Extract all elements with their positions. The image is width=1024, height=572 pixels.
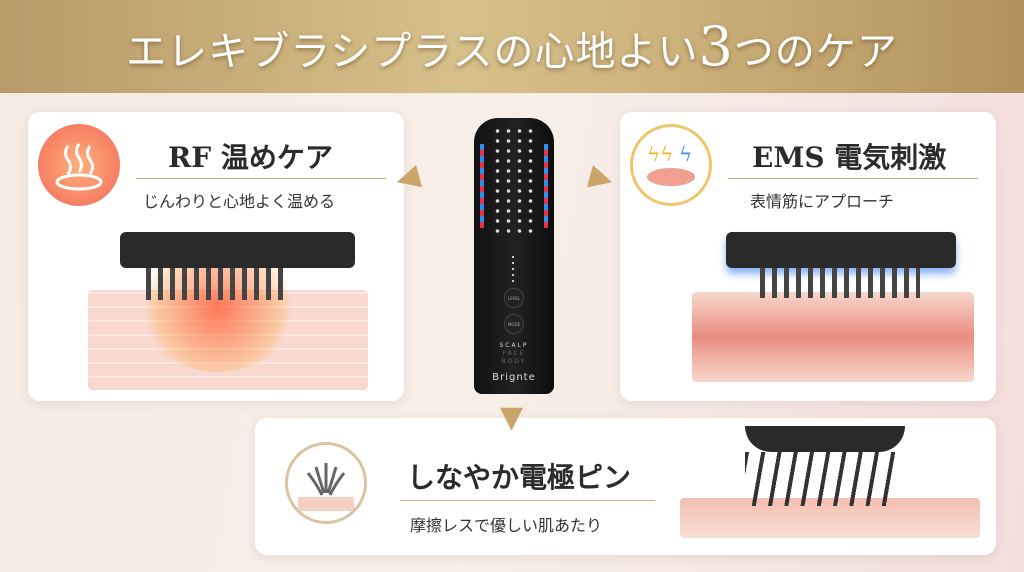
card-subtitle: 摩擦レスで優しい肌あたり: [410, 516, 603, 535]
rf-card: RF 温めケア じんわりと心地よく温める: [28, 112, 404, 401]
title-number: 3: [698, 15, 734, 78]
heat-waves-icon: [38, 124, 120, 206]
card-title: EMS 電気刺激: [752, 141, 947, 174]
level-button[interactable]: LEVEL: [504, 288, 524, 308]
level-indicator: [512, 256, 514, 284]
svg-text:ϟϟ: ϟϟ: [647, 142, 673, 166]
divider: [136, 178, 386, 179]
flexible-pins: [745, 452, 895, 506]
arrow-right-icon: ▶: [585, 157, 618, 198]
brush-head-illustration: [726, 232, 956, 268]
brush-pins: [760, 268, 920, 298]
page-title: エレキブラシプラスの心地よい3つのケア: [126, 15, 898, 78]
flexible-pins-icon: [285, 442, 367, 524]
led-strip-left: [480, 144, 484, 228]
pins-card: しなやか電極ピン 摩擦レスで優しい肌あたり: [255, 418, 996, 555]
title-post: つのケア: [733, 29, 898, 75]
header-banner: エレキブラシプラスの心地よい3つのケア: [0, 0, 1024, 93]
elekibrush-device: LEVEL MODE SCALP FACE BODY Brignte: [474, 118, 554, 394]
svg-text:ϟ: ϟ: [679, 142, 692, 166]
brush-head-illustration: [745, 426, 905, 452]
card-subtitle: じんわりと心地よく温める: [143, 192, 336, 211]
brand-logo: Brignte: [492, 372, 536, 383]
mode-scalp: SCALP: [499, 342, 529, 349]
card-title: しなやか電極ピン: [407, 461, 632, 494]
led-strip-right: [544, 144, 548, 228]
card-subtitle: 表情筋にアプローチ: [750, 192, 895, 211]
brush-pins: [146, 268, 286, 300]
brush-head-illustration: [120, 232, 355, 268]
divider: [400, 500, 655, 501]
mode-body: BODY: [501, 358, 527, 365]
arrow-down-icon: ▼: [500, 400, 524, 435]
muscle-illustration: [692, 292, 974, 382]
brush-pins: [492, 126, 536, 234]
power-mode-button[interactable]: MODE: [504, 314, 524, 334]
mode-face: FACE: [502, 350, 526, 357]
card-title: RF 温めケア: [168, 141, 333, 174]
title-pre: エレキブラシプラスの心地よい: [126, 29, 699, 75]
divider: [728, 178, 978, 179]
